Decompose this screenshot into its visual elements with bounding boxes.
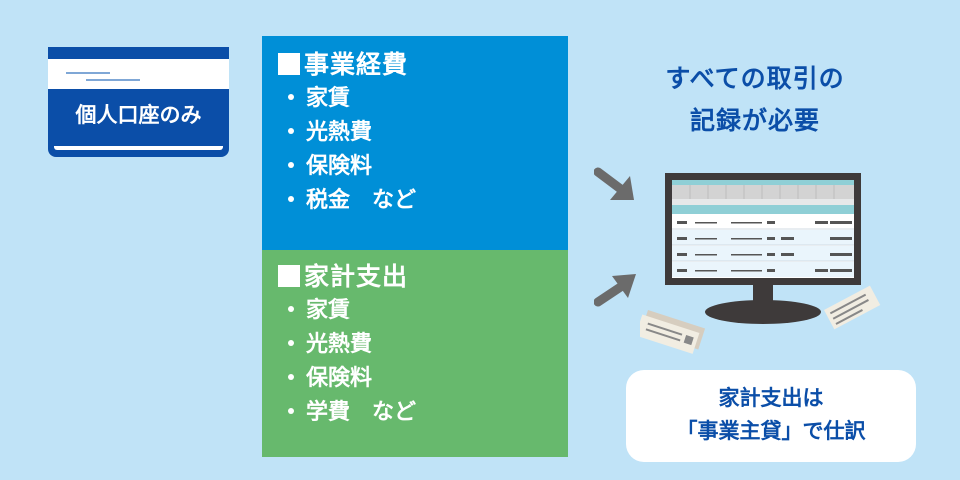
- household-expenses-panel: 家計支出 家賃 光熱費 保険料 学費 など: [262, 250, 568, 457]
- business-expenses-heading: 事業経費: [278, 48, 568, 82]
- business-expenses-panel: 事業経費 家賃 光熱費 保険料 税金 など: [262, 36, 568, 250]
- bullet-icon: [288, 128, 294, 134]
- list-item: 学費 など: [278, 396, 568, 430]
- bullet-icon: [288, 340, 294, 346]
- bank-card-icon: 個人口座のみ: [48, 47, 229, 157]
- item-text: 光熱費: [306, 332, 373, 357]
- item-text: 保険料: [306, 366, 373, 391]
- item-text: 税金 など: [306, 188, 417, 213]
- household-expenses-heading: 家計支出: [278, 260, 568, 294]
- headline-line1: すべての取引の: [665, 64, 845, 93]
- card-body: [48, 89, 229, 157]
- note-line2: 「事業主貸」で仕訳: [676, 419, 866, 443]
- list-item: 家賃: [278, 82, 568, 116]
- list-item: 光熱費: [278, 328, 568, 362]
- bullet-icon: [288, 196, 294, 202]
- bullet-icon: [288, 306, 294, 312]
- arrow-icon: [594, 167, 634, 200]
- list-item: 保険料: [278, 150, 568, 184]
- list-item: 保険料: [278, 362, 568, 396]
- account-card-label: 個人口座のみ: [75, 103, 202, 127]
- item-text: 保険料: [306, 154, 373, 179]
- square-bullet-icon: [278, 53, 300, 75]
- arrow-icon: [594, 274, 636, 307]
- bullet-icon: [288, 94, 294, 100]
- item-text: 家賃: [306, 298, 351, 323]
- item-text: 光熱費: [306, 120, 373, 145]
- card-line: [66, 72, 110, 74]
- bullet-icon: [288, 162, 294, 168]
- heading-text: 家計支出: [304, 262, 409, 291]
- journal-note-box: 家計支出は 「事業主貸」で仕訳: [626, 370, 916, 462]
- card-strip: [48, 59, 229, 89]
- list-item: 税金 など: [278, 184, 568, 218]
- bullet-icon: [288, 374, 294, 380]
- card-line: [86, 79, 140, 81]
- item-text: 学費 など: [306, 400, 417, 425]
- note-line1: 家計支出は: [718, 386, 824, 410]
- card-bottom-strip: [54, 146, 223, 150]
- heading-text: 事業経費: [304, 50, 409, 79]
- headline: すべての取引の 記録が必要: [630, 58, 880, 142]
- headline-line2: 記録が必要: [689, 106, 820, 135]
- monitor-ledger-icon: [640, 173, 881, 354]
- list-item: 光熱費: [278, 116, 568, 150]
- card-top: [48, 47, 229, 59]
- item-text: 家賃: [306, 86, 351, 111]
- bullet-icon: [288, 408, 294, 414]
- list-item: 家賃: [278, 294, 568, 328]
- square-bullet-icon: [278, 265, 300, 287]
